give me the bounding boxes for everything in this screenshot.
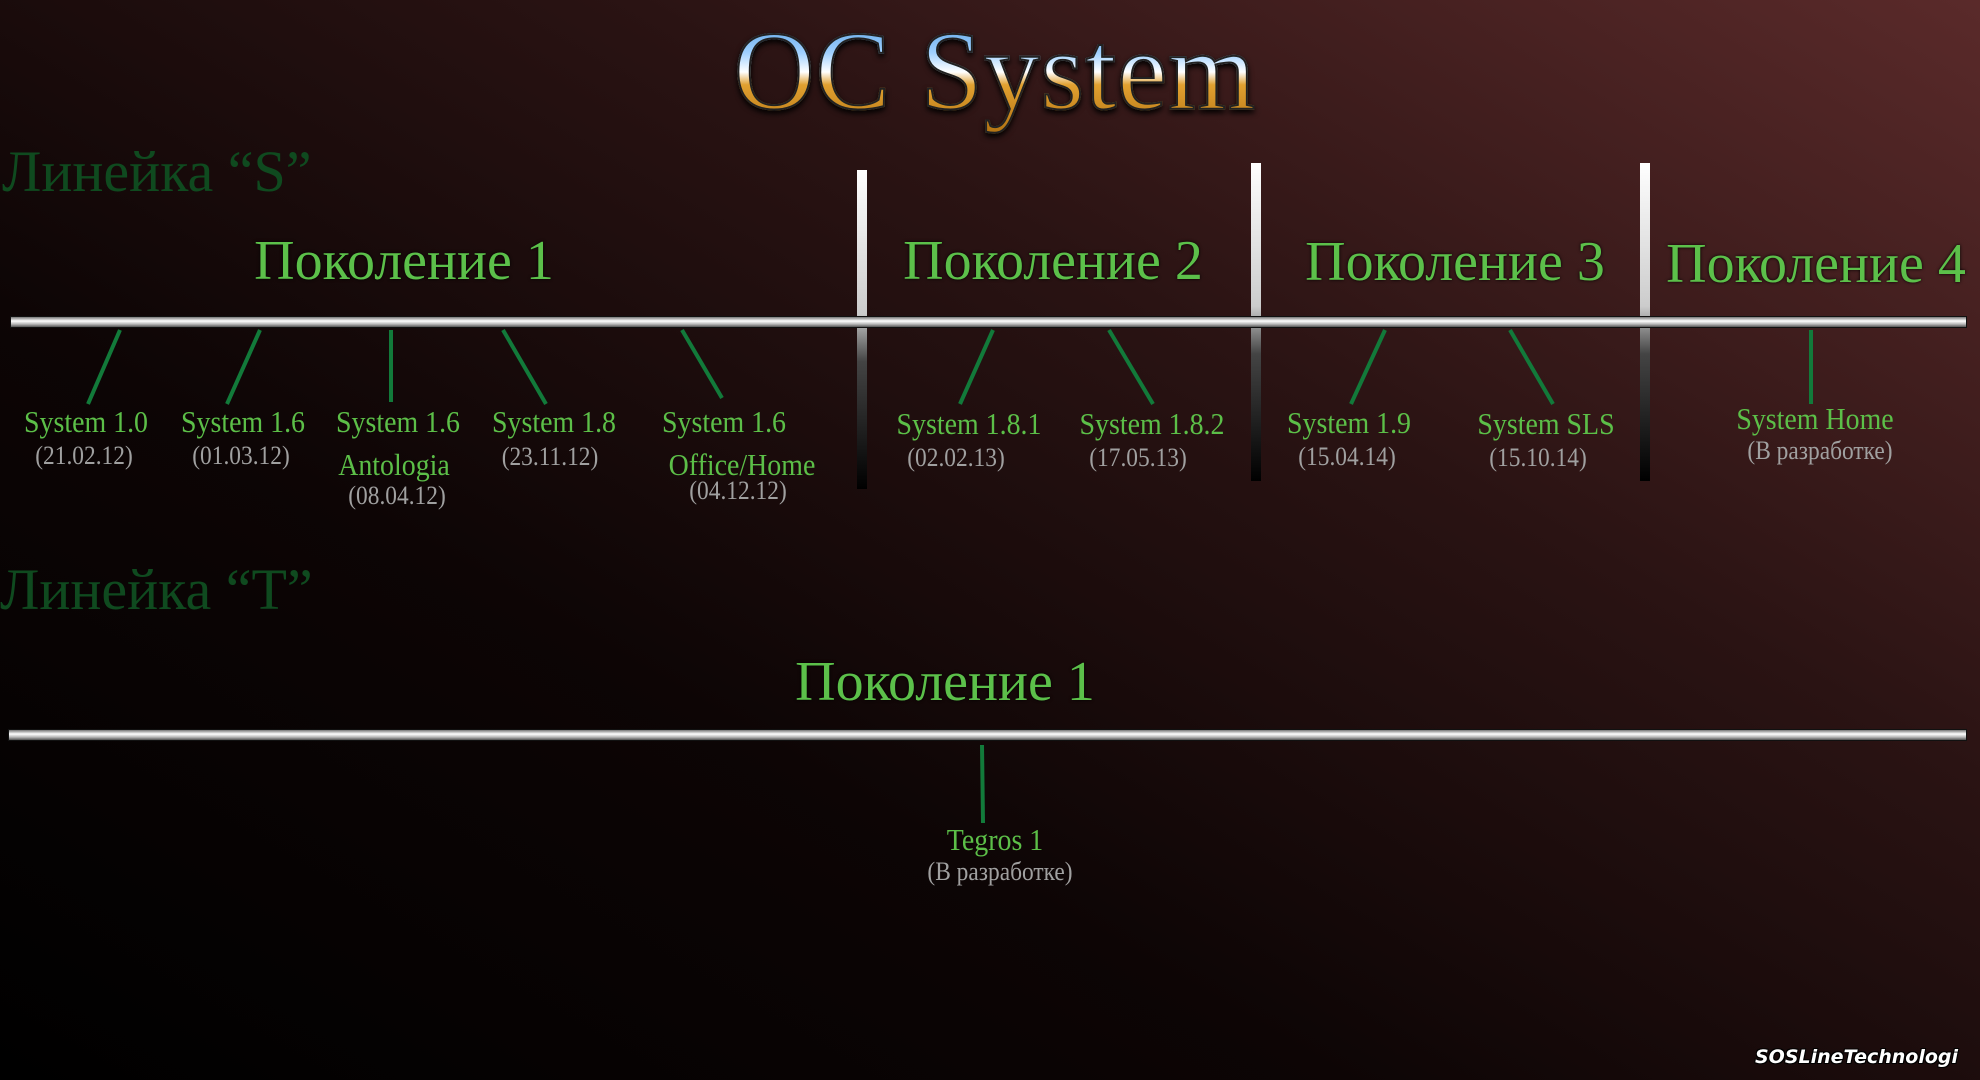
release-name-line2: Office/Home <box>668 447 816 482</box>
release-date: (17.05.13) <box>1089 443 1187 472</box>
release-date: (04.12.12) <box>689 476 787 505</box>
release-name: Tegros 1 <box>946 822 1044 857</box>
release-date: (23.11.12) <box>501 442 599 471</box>
line-t-title: Линейка “T” <box>0 557 313 622</box>
page-title: OC System <box>733 8 1256 137</box>
s-generation-2: Поколение 2 <box>903 230 1203 292</box>
release-date: (08.04.12) <box>348 481 446 510</box>
s-generation-4: Поколение 4 <box>1666 233 1966 295</box>
timeline-s-bar <box>10 316 1967 328</box>
release-name: System 1.9 <box>1286 405 1412 440</box>
release-date: (02.02.13) <box>907 443 1005 472</box>
connector <box>501 328 548 406</box>
release-name: System 1.6 <box>335 404 461 439</box>
generation-divider <box>857 170 867 489</box>
release-name: System 1.0 <box>23 404 149 439</box>
connector <box>958 329 995 405</box>
s-generation-1: Поколение 1 <box>254 230 554 292</box>
release-status: (В разработке) <box>927 857 1073 886</box>
connector <box>680 328 724 400</box>
line-s-title: Линейка “S” <box>2 139 312 204</box>
release-name: System 1.8.2 <box>1079 406 1225 441</box>
timeline-t-bar <box>8 729 1967 741</box>
release-name: System SLS <box>1477 406 1615 441</box>
connector <box>86 329 122 405</box>
release-date: (21.02.12) <box>35 441 133 470</box>
release-name: System 1.8.1 <box>896 406 1042 441</box>
release-date: (15.04.14) <box>1298 442 1396 471</box>
release-name-line2: Antologia <box>338 447 450 482</box>
release-name: System 1.8 <box>491 404 617 439</box>
watermark: SOSLineTechnologi <box>1755 1046 1958 1068</box>
t-generation-1: Поколение 1 <box>795 651 1095 713</box>
connector <box>1349 329 1387 405</box>
connector <box>225 329 262 405</box>
release-name: System 1.6 <box>661 404 787 439</box>
s-generation-3: Поколение 3 <box>1305 231 1605 293</box>
connector <box>1107 328 1155 406</box>
release-status: (В разработке) <box>1747 436 1893 465</box>
connector <box>1508 328 1555 406</box>
release-name: System 1.6 <box>180 404 306 439</box>
connector <box>980 744 985 824</box>
release-date: (15.10.14) <box>1489 443 1587 472</box>
release-date: (01.03.12) <box>192 441 290 470</box>
release-name: System Home <box>1736 401 1894 436</box>
